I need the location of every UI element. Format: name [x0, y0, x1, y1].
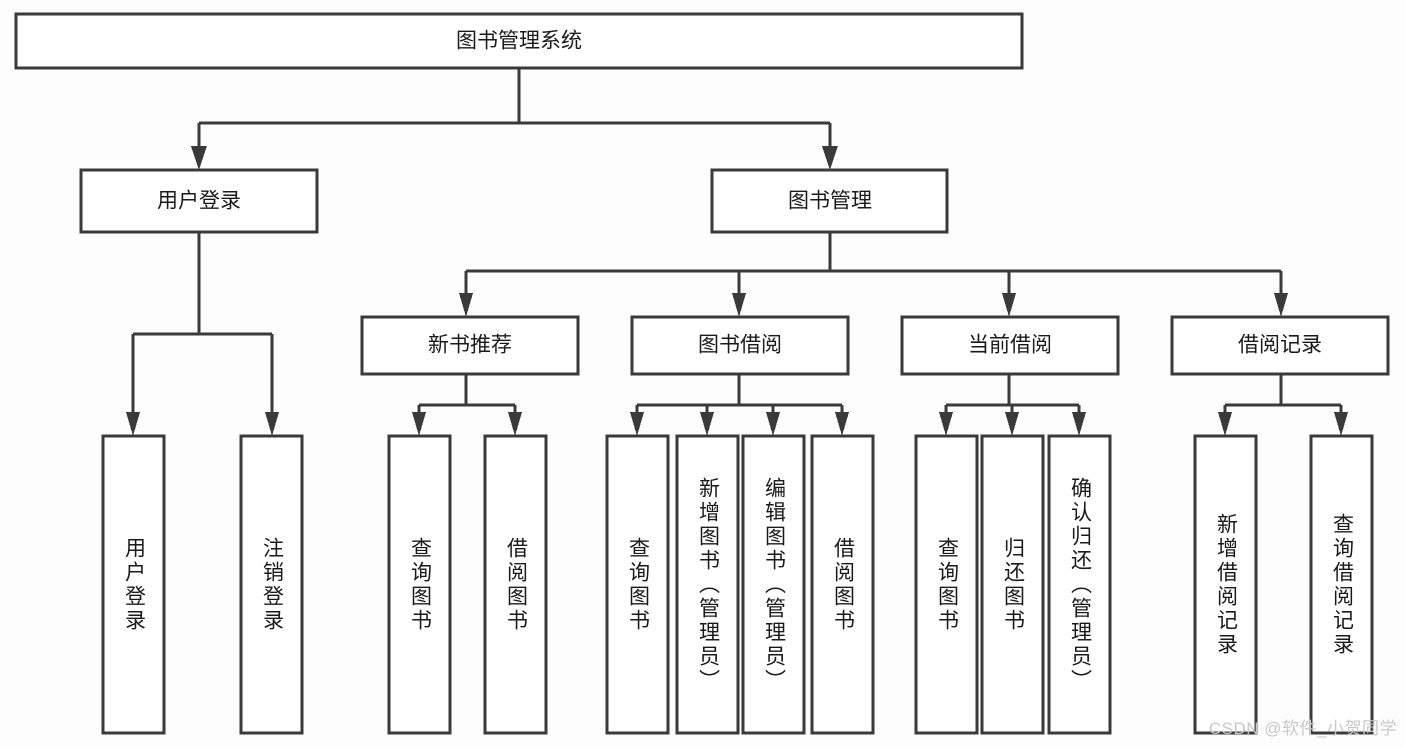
leaf-cb-query-book-label: 查询图书	[935, 537, 959, 633]
leaf-cb-confirm-return-label: 确认归还（管理员）	[1068, 477, 1092, 693]
leaf-cb-return-book-box[interactable]	[980, 434, 1045, 735]
connector-group-new-book-recommend	[412, 374, 522, 436]
leaf-nbr-query-book-box[interactable]	[387, 434, 452, 735]
leaf-br-add-record-box[interactable]	[1193, 434, 1258, 735]
leaf-br-add-record-label: 新增借阅记录	[1214, 513, 1238, 657]
node-book-borrow-box[interactable]	[630, 315, 850, 376]
arrowhead-new-book-recommend	[459, 293, 473, 317]
leaf-user-login-logout[interactable]: 注销登录	[239, 434, 304, 735]
leaf-cb-return-book[interactable]: 归还图书	[980, 434, 1045, 735]
leaf-bb-query-book[interactable]: 查询图书	[605, 434, 670, 735]
node-user-login-box[interactable]	[79, 168, 319, 234]
arrowhead-leaf-cb-3	[1072, 412, 1086, 436]
node-book-management-box[interactable]	[710, 168, 949, 234]
leaf-cb-confirm-return[interactable]: 确认归还（管理员）	[1047, 434, 1112, 735]
arrowhead-leaf-bb-4	[835, 412, 849, 436]
leaf-nbr-borrow-book-label: 借阅图书	[504, 537, 528, 633]
leaf-nbr-query-book-label: 查询图书	[408, 537, 432, 633]
arrowhead-leaf-br-2	[1334, 412, 1348, 436]
node-book-management[interactable]: 图书管理	[710, 168, 949, 234]
leaf-br-add-record[interactable]: 新增借阅记录	[1193, 434, 1258, 735]
leaf-cb-query-book[interactable]: 查询图书	[914, 434, 979, 735]
leaf-bb-edit-book-box[interactable]	[741, 434, 806, 735]
arrowhead-leaf-cb-1	[939, 412, 953, 436]
arrowhead-leaf-user-login	[126, 412, 140, 436]
leaf-user-login-logout-box[interactable]	[239, 434, 304, 735]
leaf-user-login-login[interactable]: 用户登录	[101, 434, 166, 735]
arrowhead-leaf-logout	[265, 412, 279, 436]
connector-group-root	[191, 68, 838, 170]
leaf-bb-borrow-book-box[interactable]	[810, 434, 875, 735]
node-current-borrow-label: 当前借阅	[968, 334, 1052, 357]
connector-group-book-mgmt	[459, 232, 1288, 317]
node-book-borrow[interactable]: 图书借阅	[630, 315, 850, 376]
connector-group-book-borrow	[630, 374, 849, 436]
arrowhead-leaf-br-1	[1218, 412, 1232, 436]
leaf-bb-edit-book[interactable]: 编辑图书（管理员）	[741, 434, 806, 735]
connector-group-borrow-record	[1218, 374, 1348, 436]
arrowhead-leaf-bb-3	[766, 412, 780, 436]
arrowhead-borrow-record	[1274, 293, 1288, 317]
connector-group-user-login	[126, 232, 279, 436]
arrowhead-book-borrow	[732, 293, 746, 317]
node-new-book-recommend-box[interactable]	[360, 315, 580, 376]
node-current-borrow[interactable]: 当前借阅	[900, 315, 1120, 376]
leaf-bb-add-book-box[interactable]	[675, 434, 740, 735]
node-borrow-record-label: 借阅记录	[1238, 334, 1322, 357]
leaf-bb-query-book-label: 查询图书	[626, 537, 650, 633]
leaf-nbr-query-book[interactable]: 查询图书	[387, 434, 452, 735]
leaf-user-login-login-box[interactable]	[101, 434, 166, 735]
leaf-cb-confirm-return-box[interactable]	[1047, 434, 1112, 735]
node-borrow-record-box[interactable]	[1170, 315, 1390, 376]
leaf-bb-add-book[interactable]: 新增图书（管理员）	[675, 434, 740, 735]
leaf-bb-edit-book-label: 编辑图书（管理员）	[762, 477, 786, 693]
leaf-user-login-login-label: 用户登录	[122, 537, 146, 633]
node-user-login[interactable]: 用户登录	[79, 168, 319, 234]
csdn-watermark: CSDN @软件_小贺同学	[1208, 719, 1397, 738]
node-new-book-recommend[interactable]: 新书推荐	[360, 315, 580, 376]
arrowhead-user-login	[191, 146, 207, 170]
node-root-box[interactable]	[14, 12, 1024, 70]
node-user-login-label: 用户登录	[157, 190, 241, 213]
arrowhead-book-mgmt	[822, 146, 838, 170]
leaf-user-login-logout-label: 注销登录	[260, 537, 284, 633]
arrowhead-leaf-nbr-1	[412, 412, 426, 436]
node-new-book-recommend-label: 新书推荐	[428, 334, 512, 357]
leaf-bb-query-book-box[interactable]	[605, 434, 670, 735]
node-current-borrow-box[interactable]	[900, 315, 1120, 376]
leaf-cb-query-book-box[interactable]	[914, 434, 979, 735]
arrowhead-leaf-cb-2	[1005, 412, 1019, 436]
leaf-br-query-record-label: 查询借阅记录	[1330, 513, 1354, 657]
leaf-bb-add-book-label: 新增图书（管理员）	[696, 477, 720, 693]
leaf-br-query-record-box[interactable]	[1309, 434, 1374, 735]
leaf-nbr-borrow-book-box[interactable]	[483, 434, 548, 735]
leaf-bb-borrow-book[interactable]: 借阅图书	[810, 434, 875, 735]
node-book-borrow-label: 图书借阅	[698, 334, 782, 357]
leaf-nbr-borrow-book[interactable]: 借阅图书	[483, 434, 548, 735]
connector-group-current-borrow	[939, 374, 1086, 436]
node-root-label: 图书管理系统	[456, 30, 582, 53]
arrowhead-current-borrow	[1002, 293, 1016, 317]
node-borrow-record[interactable]: 借阅记录	[1170, 315, 1390, 376]
node-root[interactable]: 图书管理系统	[14, 12, 1024, 70]
leaf-bb-borrow-book-label: 借阅图书	[831, 537, 855, 633]
node-book-management-label: 图书管理	[788, 190, 872, 213]
arrowhead-leaf-bb-2	[700, 412, 714, 436]
leaf-cb-return-book-label: 归还图书	[1001, 537, 1025, 633]
arrowhead-leaf-bb-1	[630, 412, 644, 436]
leaf-br-query-record[interactable]: 查询借阅记录	[1309, 434, 1374, 735]
arrowhead-leaf-nbr-2	[508, 412, 522, 436]
